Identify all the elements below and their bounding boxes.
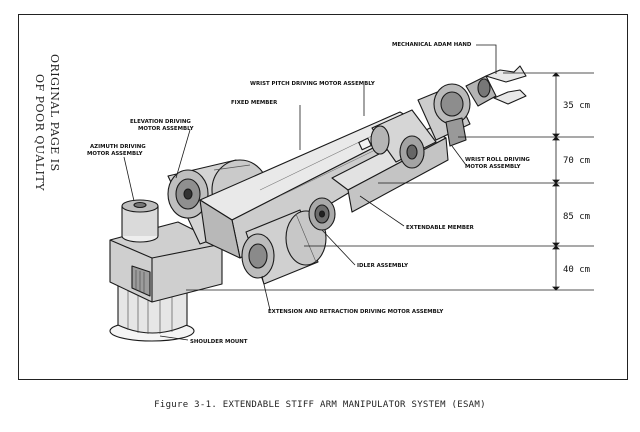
label-elevation-2: MOTOR ASSEMBLY: [138, 126, 194, 132]
dimension-label: 70 cm: [563, 156, 590, 166]
dimension-label: 35 cm: [563, 101, 590, 111]
figure-frame: [18, 14, 628, 380]
label-elevation-1: ELEVATION DRIVING: [130, 119, 191, 125]
label-wrist-roll-1: WRIST ROLL DRIVING: [465, 157, 530, 163]
mechanical-hand: [465, 65, 527, 107]
label-mechanical-hand: MECHANICAL ADAM HAND: [392, 42, 472, 48]
figure-caption: Figure 3-1. EXTENDABLE STIFF ARM MANIPUL…: [154, 400, 486, 410]
label-shoulder-mount: SHOULDER MOUNT: [190, 339, 248, 345]
wrist-roll-motor: [417, 83, 471, 147]
quality-stamp-line2: OF POOR QUALITY: [33, 74, 46, 192]
label-fixed-member: FIXED MEMBER: [231, 100, 278, 106]
label-idler: IDLER ASSEMBLY: [357, 263, 408, 269]
label-wrist-pitch: WRIST PITCH DRIVING MOTOR ASSEMBLY: [250, 81, 375, 87]
idler-wheel: [308, 197, 336, 231]
label-wrist-roll-2: MOTOR ASSEMBLY: [465, 164, 521, 170]
wrist-pitch-motor: [370, 109, 437, 169]
label-extension-retraction: EXTENSION AND RETRACTION DRIVING MOTOR A…: [268, 309, 443, 315]
quality-stamp-line1: ORIGINAL PAGE IS: [48, 54, 61, 172]
dimension-label: 85 cm: [563, 212, 590, 222]
azimuth-motor: [121, 199, 159, 243]
label-azimuth-2: MOTOR ASSEMBLY: [87, 151, 143, 157]
label-azimuth-1: AZIMUTH DRIVING: [90, 144, 146, 150]
dimension-label: 40 cm: [563, 265, 590, 275]
dimension-lines: [186, 72, 594, 291]
label-extendable-member: EXTENDABLE MEMBER: [406, 225, 475, 231]
